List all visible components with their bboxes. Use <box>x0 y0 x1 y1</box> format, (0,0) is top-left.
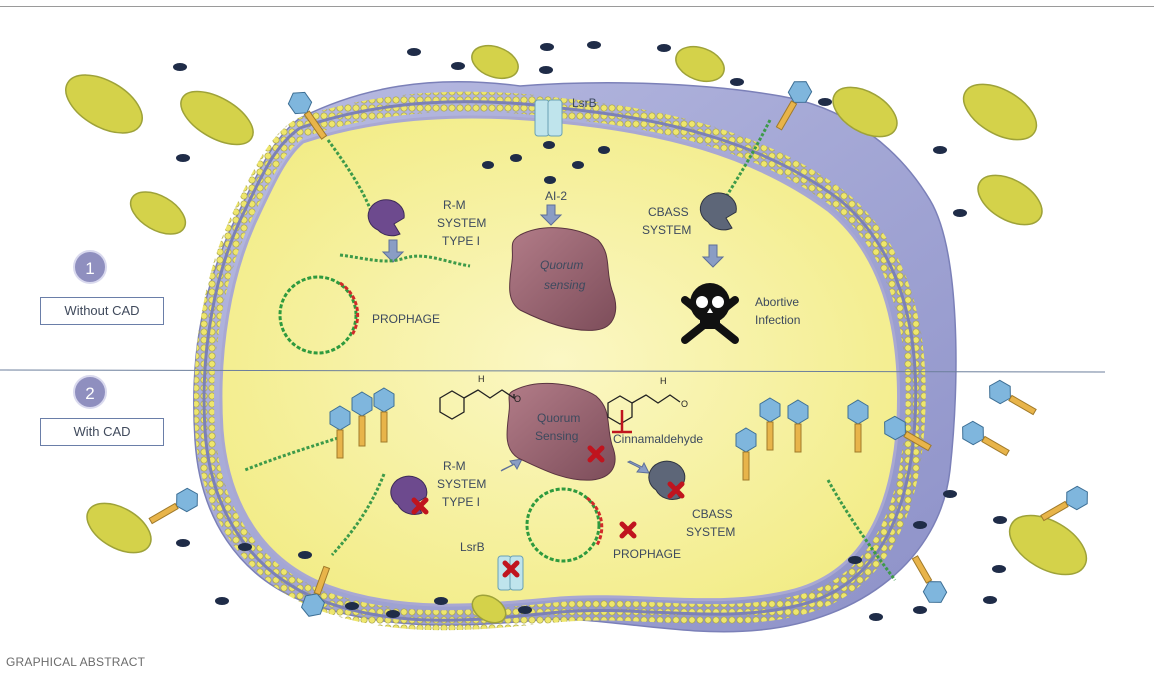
rm-label-2-line3: TYPE I <box>442 495 480 509</box>
bacteriophages <box>148 81 1088 617</box>
rm-label-2-line2: SYSTEM <box>437 477 486 491</box>
footer-caption: GRAPHICAL ABSTRACT <box>6 655 146 669</box>
cbass-label-1-line1: CBASS <box>648 205 689 219</box>
abortive-label-line1: Abortive <box>755 295 799 309</box>
panel-2-number-badge: 2 <box>73 375 107 409</box>
ai2-molecules <box>173 41 1007 621</box>
rm-enzyme-bottom <box>390 475 428 515</box>
inhibition-symbol <box>612 410 632 434</box>
quorum-label-2-line2: Sensing <box>535 429 578 443</box>
cbass-label-1-line2: SYSTEM <box>642 223 691 237</box>
ai2-label: AI-2 <box>545 189 567 203</box>
molecule-o-left: O <box>514 394 521 404</box>
quorum-label-1-line1: Quorum <box>540 258 583 272</box>
rm-label-2-line1: R-M <box>443 459 466 473</box>
cinnamaldehyde-molecule-left <box>439 389 515 420</box>
prophage-label-1: PROPHAGE <box>372 312 440 326</box>
cinnamaldehyde-label: Cinnamaldehyde <box>613 432 703 446</box>
inhibition-x-marks <box>411 445 685 578</box>
quorum-sensing-blob-top <box>509 227 617 331</box>
lsrb-top-label: LsrB <box>572 96 597 110</box>
molecule-o-right: O <box>681 399 688 409</box>
rm-label-1-line1: R-M <box>443 198 466 212</box>
panel-divider <box>0 369 1106 373</box>
rm-enzyme-top <box>367 199 405 237</box>
quorum-label-2-line1: Quorum <box>537 411 580 425</box>
panel-1-condition-box: Without CAD <box>40 297 164 325</box>
quorum-label-1-line2: sensing <box>544 278 586 292</box>
prophage-ring-bottom <box>525 487 604 563</box>
lsrb-bottom-label: LsrB <box>460 540 485 554</box>
cytoplasm <box>219 115 900 607</box>
panel-2-condition-box: With CAD <box>40 418 164 446</box>
cbass-enzyme-top <box>699 192 737 231</box>
lsrb-channel-top <box>534 99 563 137</box>
pathway-arrows <box>381 204 725 474</box>
cbass-label-2-line1: CBASS <box>692 507 733 521</box>
molecule-h-left: H <box>478 374 485 384</box>
cbass-enzyme-bottom <box>648 460 686 500</box>
bacteria-cells <box>65 44 1088 624</box>
cinnamaldehyde-molecule-right <box>607 394 681 425</box>
prophage-label-2: PROPHAGE <box>613 547 681 561</box>
rm-label-1-line3: TYPE I <box>442 234 480 248</box>
quorum-sensing-blob-bottom <box>506 382 616 481</box>
abortive-label-line2: Infection <box>755 313 800 327</box>
top-rule <box>0 6 1154 7</box>
skull-crossbones-icon <box>681 283 739 344</box>
cbass-label-2-line2: SYSTEM <box>686 525 735 539</box>
panel-1-number-badge: 1 <box>73 250 107 284</box>
molecule-h-right: H <box>660 376 667 386</box>
rm-label-1-line2: SYSTEM <box>437 216 486 230</box>
prophage-ring-top <box>278 275 360 355</box>
